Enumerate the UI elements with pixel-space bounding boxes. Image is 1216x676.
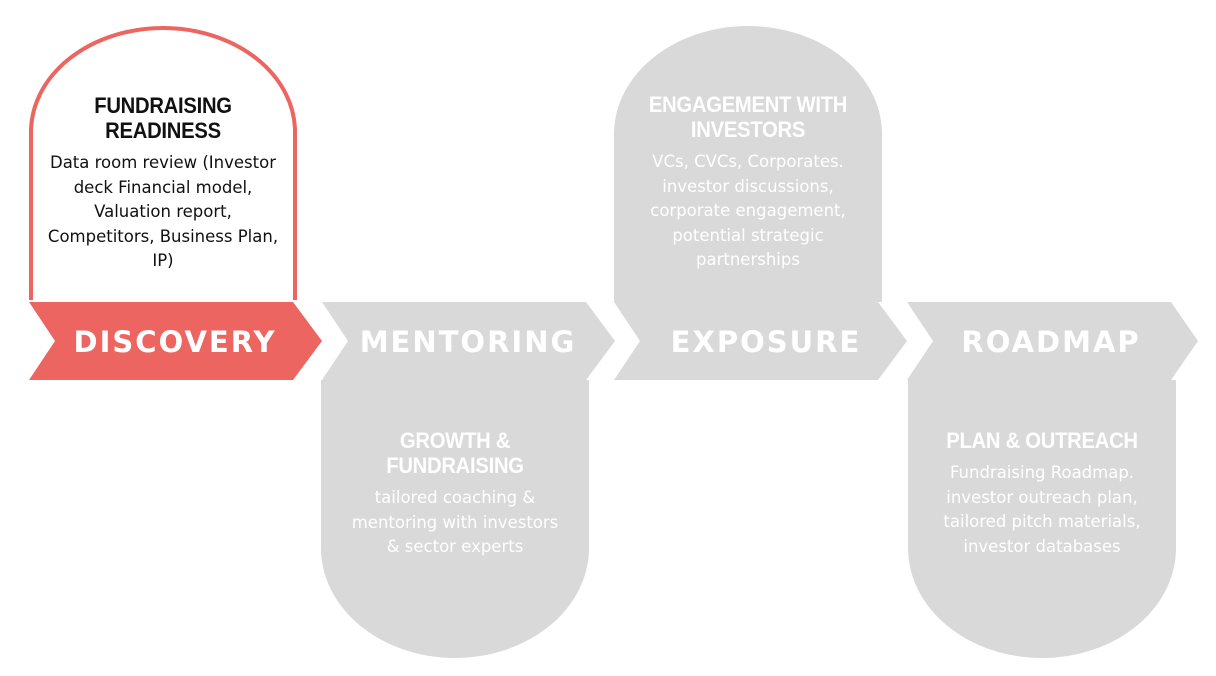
exposure-card-shape [614,26,882,302]
roadmap-step-label: ROADMAP [961,325,1141,359]
exposure-card-title: ENGAGEMENT WITH INVESTORS [648,92,848,142]
roadmap-step-arrow [907,302,1198,380]
discovery-step-label: DISCOVERY [73,325,277,359]
roadmap-card-shape [908,380,1176,658]
mentoring-step-arrow [322,302,615,380]
exposure-step-arrow [614,302,907,380]
discovery-card-body: Data room review (Investor deck Financia… [47,153,279,270]
mentoring-card-body: tailored coaching & mentoring with inves… [351,488,559,556]
roadmap-card-title: PLAN & OUTREACH [946,428,1138,453]
exposure-card: ENGAGEMENT WITH INVESTORS VCs, CVCs, Cor… [628,92,868,273]
discovery-step-arrow [29,302,322,380]
mentoring-card-title: GROWTH & FUNDRAISING [386,428,524,478]
discovery-card-shape [29,26,297,300]
mentoring-card: GROWTH & FUNDRAISING tailored coaching &… [335,428,575,560]
discovery-card: FUNDRAISING READINESS Data room review (… [44,93,282,274]
exposure-card-body: VCs, CVCs, Corporates. investor discussi… [650,152,846,269]
roadmap-card-body: Fundraising Roadmap. investor outreach p… [943,463,1141,556]
roadmap-card: PLAN & OUTREACH Fundraising Roadmap. inv… [918,428,1166,559]
mentoring-card-shape [321,380,589,658]
exposure-step-label: EXPOSURE [670,325,862,359]
mentoring-step-label: MENTORING [359,325,577,359]
discovery-card-title: FUNDRAISING READINESS [94,93,232,143]
